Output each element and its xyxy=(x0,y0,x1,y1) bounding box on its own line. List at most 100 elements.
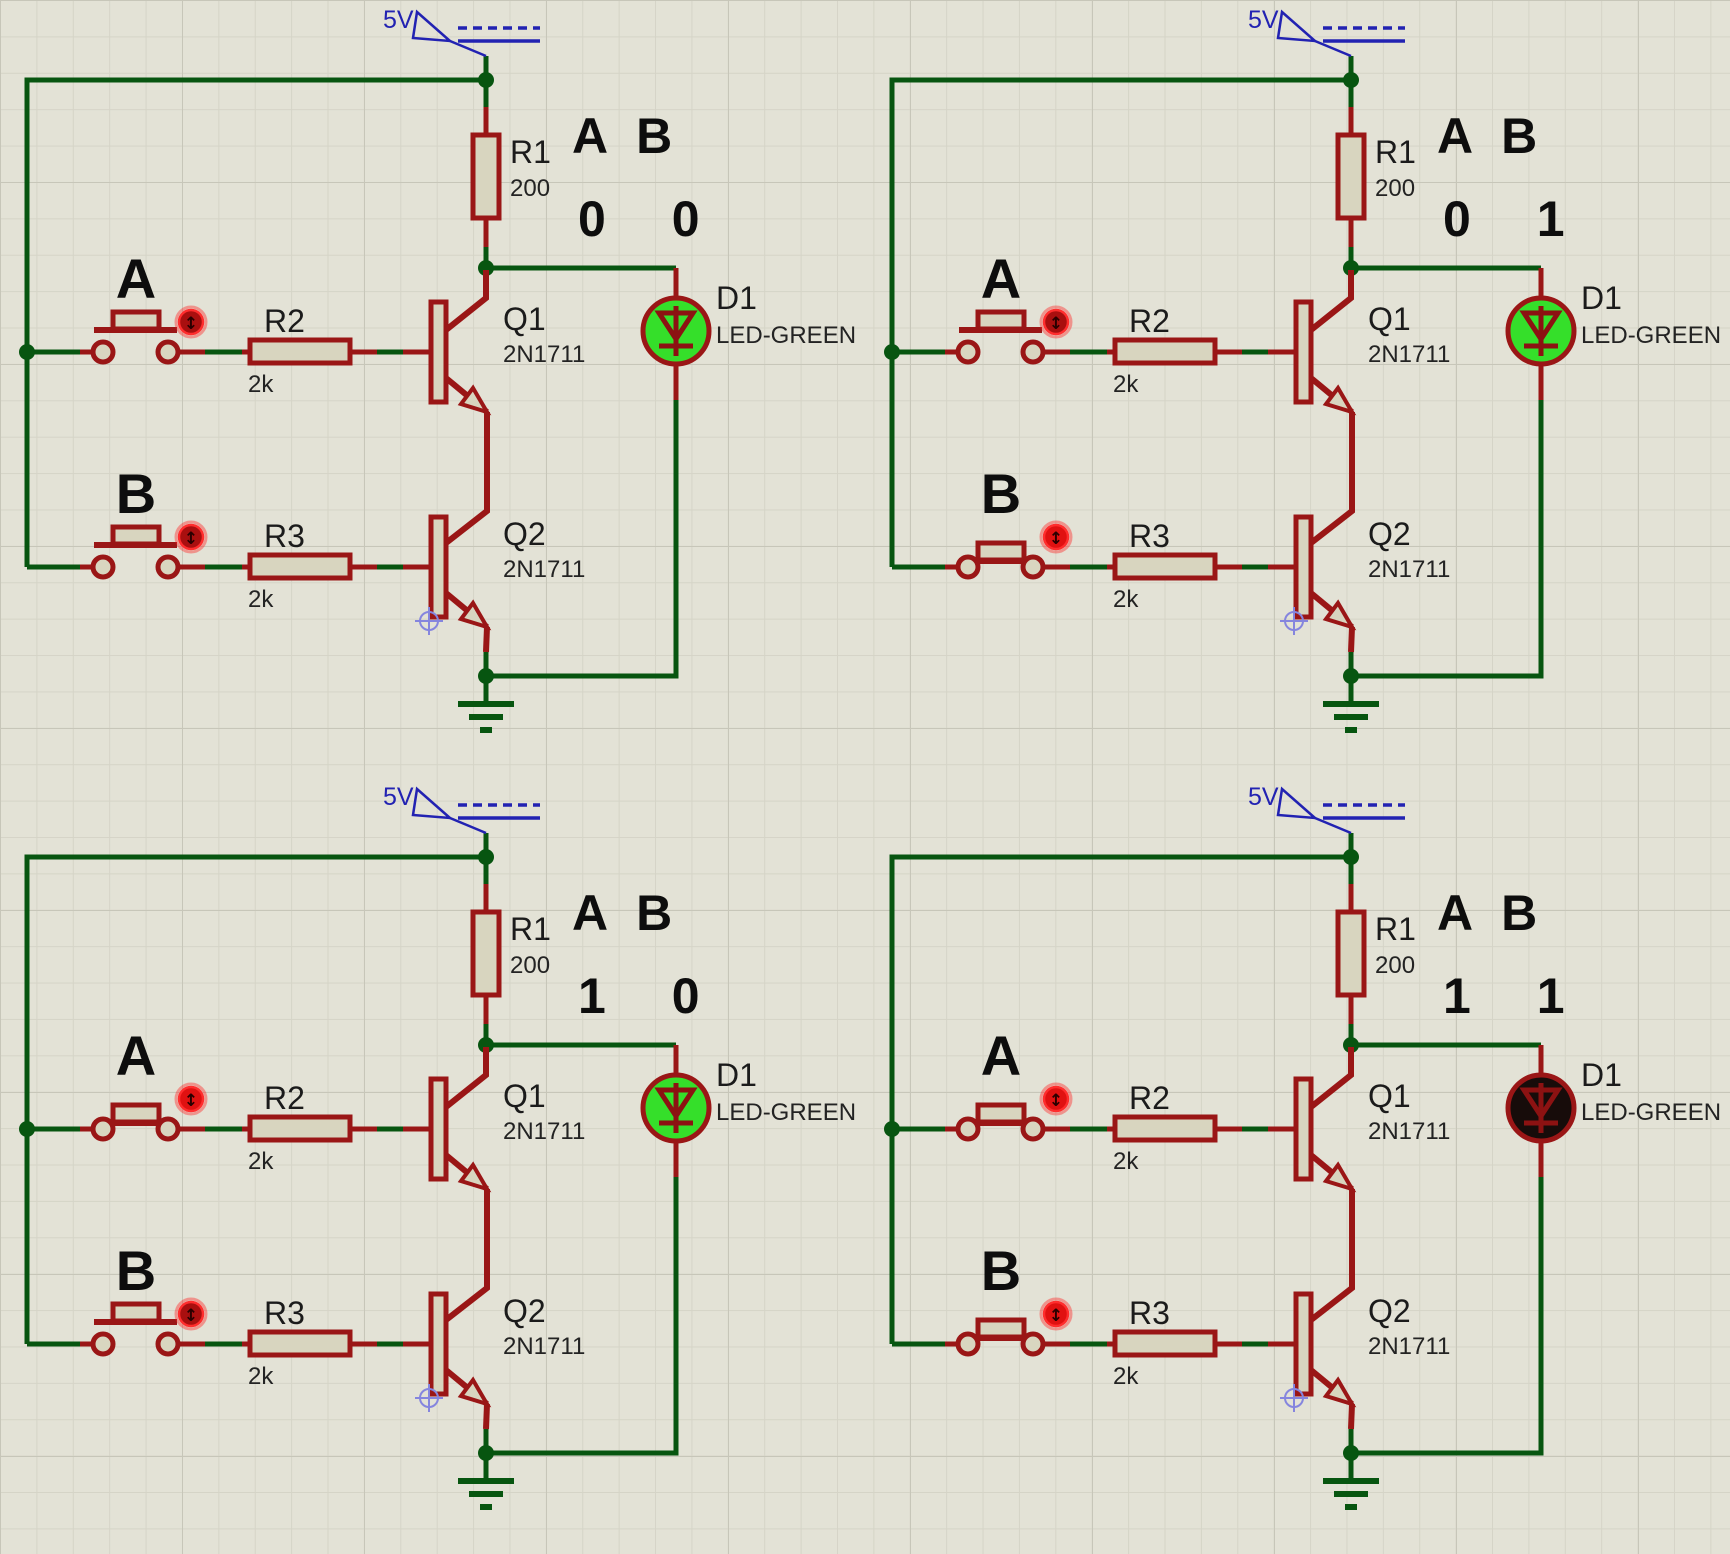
resistor-body xyxy=(247,1329,353,1358)
button-a-actuator-icon[interactable]: ↕ xyxy=(174,1082,208,1116)
circuit-panel-case-00: R1 200 A B 0 0 5V Q1 2N1711 xyxy=(0,0,865,777)
led-ref-label: D1 xyxy=(1581,280,1622,316)
power-voltage-label: 5V xyxy=(1248,783,1279,811)
power-arrow-icon xyxy=(1276,786,1319,820)
circuit-panel-case-10: R1 200 A B 1 0 5V Q1 2N1711 xyxy=(0,777,865,1554)
resistor-value-label: 2k xyxy=(248,371,274,398)
actuator-dot[interactable] xyxy=(177,1085,205,1113)
q2-base-bar xyxy=(428,1291,449,1397)
button-b-actuator-icon[interactable]: ↕ xyxy=(174,520,208,554)
component-leads xyxy=(945,107,1544,570)
q1-collector xyxy=(1309,270,1354,333)
resistor-value-label: 2k xyxy=(248,586,274,613)
transistor-q2: Q2 2N1711 xyxy=(428,1261,585,1430)
button-b-plunger[interactable] xyxy=(94,1301,177,1325)
pushbutton-b[interactable]: B ↕ xyxy=(90,462,208,580)
plunger-cap xyxy=(975,309,1027,332)
input-b-label: B xyxy=(981,462,1021,525)
actuator-dot[interactable] xyxy=(1042,523,1070,551)
resistor-r1: R1 200 xyxy=(1335,909,1416,998)
plunger-cap xyxy=(110,1102,162,1125)
resistor-value-label: 2k xyxy=(1113,586,1139,613)
pushbutton-a[interactable]: A ↕ xyxy=(90,1024,208,1142)
button-b-actuator-icon[interactable]: ↕ xyxy=(1039,1297,1073,1331)
truth-value-label: 0 0 xyxy=(578,191,726,247)
transistor-q1: Q1 2N1711 xyxy=(428,270,585,484)
resistor-body xyxy=(1112,337,1218,366)
q1-emitter-arrow-icon xyxy=(1322,384,1357,416)
resistor-ref-label: R1 xyxy=(510,911,551,947)
resistor-r1: R1 200 xyxy=(470,132,551,221)
resistor-value-label: 200 xyxy=(1375,952,1415,979)
button-a-actuator-icon[interactable]: ↕ xyxy=(1039,1082,1073,1116)
transistor-ref-label: Q2 xyxy=(1368,516,1411,552)
actuator-dot[interactable] xyxy=(177,308,205,336)
resistor-ref-label: R3 xyxy=(264,1295,305,1331)
actuator-dot[interactable] xyxy=(1042,1085,1070,1113)
transistor-value-label: 2N1711 xyxy=(503,341,585,368)
truth-value-label: 1 1 xyxy=(1443,968,1591,1024)
actuator-glow xyxy=(174,1297,208,1331)
resistor-r1: R1 200 xyxy=(1335,132,1416,221)
actuator-dot[interactable] xyxy=(177,1300,205,1328)
resistor-value-label: 200 xyxy=(510,175,550,202)
plunger-cap xyxy=(975,1102,1027,1125)
q1-collector xyxy=(444,270,489,333)
button-terminal xyxy=(1020,1331,1046,1357)
actuator-dot[interactable] xyxy=(177,523,205,551)
button-a-plunger[interactable] xyxy=(94,309,177,333)
q1-emitter-arrow-icon xyxy=(1322,1161,1357,1193)
power-arrow-tail xyxy=(449,816,487,835)
button-terminal xyxy=(955,1116,981,1142)
transistor-ref-label: Q1 xyxy=(1368,1078,1411,1114)
pushbutton-a[interactable]: A ↕ xyxy=(90,247,208,365)
resistor-value-label: 2k xyxy=(1113,371,1139,398)
pushbutton-b[interactable]: B ↕ xyxy=(90,1239,208,1357)
transistor-value-label: 2N1711 xyxy=(1368,556,1450,583)
button-terminal xyxy=(1020,339,1046,365)
led-value-label: LED-GREEN xyxy=(1581,322,1721,349)
transistor-value-label: 2N1711 xyxy=(503,1118,585,1145)
button-b-plunger[interactable] xyxy=(94,524,177,548)
origin-marker-icon xyxy=(1280,1384,1308,1412)
power-arrow-tail xyxy=(1314,816,1352,835)
resistor-ref-label: R3 xyxy=(1129,1295,1170,1331)
pushbutton-a[interactable]: A ↕ xyxy=(955,1024,1073,1142)
button-b-actuator-icon[interactable]: ↕ xyxy=(1039,520,1073,554)
button-a-actuator-icon[interactable]: ↕ xyxy=(174,305,208,339)
diode-symbol-icon xyxy=(1519,306,1563,356)
junction-dot xyxy=(1343,1445,1359,1461)
q2-collector xyxy=(444,484,490,546)
transistor-value-label: 2N1711 xyxy=(503,556,585,583)
power-arrow-tail xyxy=(1314,39,1352,58)
pushbutton-b[interactable]: B ↕ xyxy=(955,1239,1073,1357)
power-arrow-tail xyxy=(449,39,487,58)
junction-dot xyxy=(478,668,494,684)
truth-header-label: A B xyxy=(1437,885,1545,941)
power-5v-symbol: 5V xyxy=(383,6,540,58)
junction-dot xyxy=(478,72,494,88)
junction-dot xyxy=(478,260,494,276)
resistor-value-label: 2k xyxy=(1113,1363,1139,1390)
ground-symbol xyxy=(458,1478,514,1510)
power-arrow-icon xyxy=(411,9,454,43)
resistor-body xyxy=(1112,1329,1218,1358)
pushbutton-b[interactable]: B ↕ xyxy=(955,462,1073,580)
button-a-plunger[interactable] xyxy=(959,309,1042,333)
button-terminal xyxy=(90,339,116,365)
button-b-actuator-icon[interactable]: ↕ xyxy=(174,1297,208,1331)
resistor-ref-label: R1 xyxy=(510,134,551,170)
button-terminal xyxy=(155,1116,181,1142)
actuator-arrow-glyph: ↕ xyxy=(184,314,198,334)
junction-dot xyxy=(478,1445,494,1461)
resistor-value-label: 200 xyxy=(1375,175,1415,202)
pushbutton-a[interactable]: A ↕ xyxy=(955,247,1073,365)
input-a-label: A xyxy=(981,247,1021,310)
actuator-dot[interactable] xyxy=(1042,308,1070,336)
button-a-actuator-icon[interactable]: ↕ xyxy=(1039,305,1073,339)
actuator-glow xyxy=(1039,1082,1073,1116)
resistor-body xyxy=(470,909,502,998)
q1-emitter-arrow-icon xyxy=(457,1161,492,1193)
actuator-dot[interactable] xyxy=(1042,1300,1070,1328)
